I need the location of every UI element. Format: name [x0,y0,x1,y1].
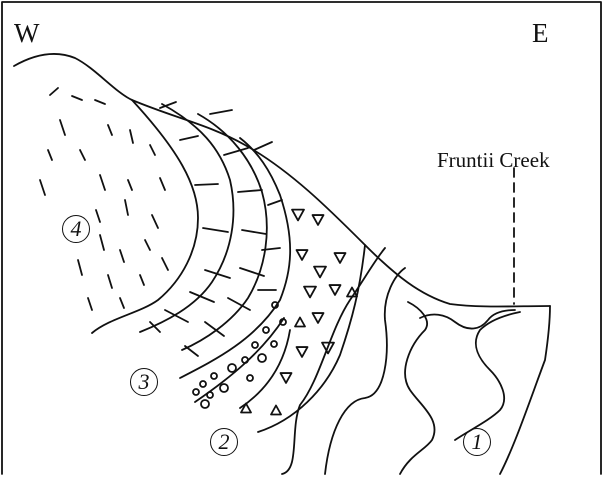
pebble [272,302,278,308]
fold-layer-6 [500,306,550,474]
gravel-band-base [195,318,284,402]
breccia-triangle [314,267,326,278]
band-tick [242,230,266,234]
creek-label: Fruntii Creek [437,150,550,171]
band-tick [224,148,248,155]
pebble [193,389,199,395]
dash-mark [140,275,144,285]
pebble [201,400,209,408]
dash-mark [48,150,52,160]
dash-mark [100,235,104,250]
dash-mark [40,180,45,195]
dash-mark [96,210,100,222]
breccia-triangle [295,318,305,327]
breccia-triangles [241,210,357,415]
dash-mark [145,240,150,250]
fold-layer-1 [282,248,385,474]
band-tick [195,184,218,185]
breccia-triangle [313,215,324,225]
breccia-triangle [313,313,324,323]
pebble [200,381,206,387]
unit-4-dash-pattern [40,88,168,310]
dash-mark [125,200,128,215]
pebble [271,341,277,347]
dash-mark [162,258,168,270]
pebble [280,319,286,325]
dash-mark [128,180,132,190]
unit-2-lower-boundary [258,245,365,432]
fold-layer-4 [455,312,520,440]
west-label: W [14,20,39,47]
breccia-triangle [297,250,308,260]
band-tick [238,190,262,192]
pebble [242,357,248,363]
dash-mark [108,275,112,288]
unit-4-marker: 4 [62,215,90,243]
dash-mark [80,150,85,160]
dash-mark [152,215,158,228]
gravel-circles [193,302,286,408]
east-label: E [532,20,549,47]
unit-2-marker: 2 [210,428,238,456]
dash-mark [72,96,82,100]
pebble [252,342,258,348]
dash-mark [88,298,92,310]
breccia-triangle [271,406,281,415]
fold-layer-3 [400,302,435,474]
band-tick [165,310,188,322]
unit-4-boundary [92,100,198,333]
breccia-triangle [292,210,304,221]
unit-1-marker: 1 [463,428,491,456]
band-tick [185,346,198,356]
unit-3-marker: 3 [130,368,158,396]
band-tick [180,136,198,140]
band-tick [205,322,224,336]
dash-mark [50,88,58,95]
dash-mark [78,260,82,275]
band-tick [268,200,282,205]
breccia-triangle [281,373,292,383]
dash-mark [100,175,105,190]
pebble [211,373,217,379]
pebble [263,327,269,333]
band-tick [203,228,228,232]
dash-mark [108,125,112,135]
dash-mark [95,100,105,104]
pebble [228,364,236,372]
fold-layer-5 [420,310,515,329]
breccia-triangle [304,287,316,298]
pebble [247,375,253,381]
breccia-triangle [335,253,346,263]
dash-mark [60,120,65,135]
ground-surface [14,54,550,307]
pebble [220,384,228,392]
dash-mark [120,298,124,308]
band-tick [210,110,232,114]
dash-mark [130,130,133,143]
fold-layer-2 [325,268,405,474]
breccia-triangle [297,347,308,357]
breccia-triangle [330,285,341,295]
pebble [258,354,266,362]
breccia-triangle [241,404,251,413]
pebble [207,392,213,398]
breccia-triangle [347,288,357,297]
dash-mark [150,145,155,155]
dash-mark [160,178,165,190]
dash-mark [120,250,124,262]
band-tick [254,142,272,150]
